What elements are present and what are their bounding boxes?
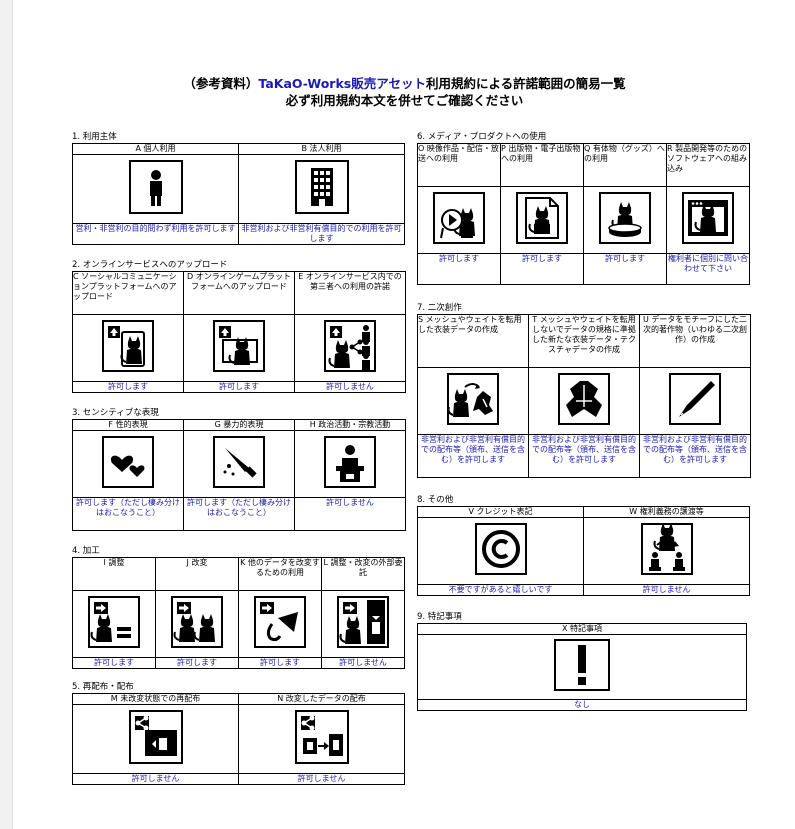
column-header: A 個人利用 xyxy=(72,143,239,155)
section-label: 9. 特記事項 xyxy=(417,612,462,622)
document-icon xyxy=(516,192,568,244)
section-label: 4. 加工 xyxy=(72,546,100,556)
result-text: 許可しません xyxy=(321,657,405,669)
column-header: T メッシュやウェイトを転用しないでデータの規格に準拠した新たな衣装データ・テク… xyxy=(528,314,640,368)
column-header: U データをモチーフにした二次的著作物（いわゆる二次創作）の作成 xyxy=(639,314,751,368)
result-text: 許可しません xyxy=(294,381,406,393)
transfer-icon xyxy=(640,523,693,575)
software-icon xyxy=(682,192,734,244)
result-text: 許可します xyxy=(72,381,184,393)
result-text: 許可します xyxy=(72,657,156,669)
clothing-convert-icon xyxy=(447,373,499,425)
result-text: 許可します（ただし棲み分けはおこなうこと） xyxy=(183,497,295,531)
section-label: 8. その他 xyxy=(417,495,454,505)
section-label: 5. 再配布・配布 xyxy=(72,682,134,692)
column-header: E オンラインサービス内での第三者への利用の許諾 xyxy=(294,271,406,315)
upload-monitor-icon xyxy=(213,320,265,372)
column-header: K 他のデータを改変するための利用 xyxy=(238,557,322,591)
section-derivative-works: 7. 二次創作 S メッシュやウェイトを転用した衣装データの作成 T メッシュや… xyxy=(417,302,751,478)
section-sensitive-expression: 3. センシティブな表現 F 性的表現 G 暴力的表現 H 政治活動・宗教活動 … xyxy=(72,407,406,531)
result-text: 許可しません xyxy=(72,773,239,785)
result-text: 非営利および非営利有償目的での配布等（頒布、送信を含む）を許可します xyxy=(639,434,751,478)
column-header: I 調整 xyxy=(72,557,156,591)
result-text: 許可します xyxy=(417,253,501,285)
section-label: 6. メディア・プロダクトへの使用 xyxy=(417,132,547,142)
column-header: P 出版物・電子出版物への利用 xyxy=(500,143,584,187)
column-header: R 製品開発等のためのソフトウェアへの組み込み xyxy=(666,143,750,187)
distribute-modified-icon xyxy=(294,710,349,764)
result-text: 不要ですがあると嬉しいです xyxy=(417,584,584,596)
hearts-icon xyxy=(102,436,154,488)
result-text: なし xyxy=(417,699,747,711)
section-online-upload: 2. オンラインサービスへのアップロード C ソーシャルコミュニケーションプラッ… xyxy=(72,259,406,393)
knife-icon xyxy=(213,436,265,488)
column-header: G 暴力的表現 xyxy=(183,419,295,431)
share-users-icon xyxy=(324,320,376,372)
result-text: 許可しません xyxy=(294,497,406,531)
column-header: M 未改変状態での再配布 xyxy=(72,693,239,705)
column-header: B 法人利用 xyxy=(238,143,405,155)
document-page: （参考資料）TaKaO-Works販売アセット利用規約による許諾範囲の簡易一覧 … xyxy=(12,0,795,829)
person-icon xyxy=(128,160,183,214)
title-suffix: 利用規約による許諾範囲の簡易一覧 xyxy=(425,76,626,91)
title-notice: 必ず利用規約本文を併せてご確認ください xyxy=(285,93,524,108)
column-header: D オンラインゲームプラットフォームへのアップロード xyxy=(183,271,295,315)
outsource-icon xyxy=(337,596,389,648)
section-usage-subject: 1. 利用主体 A 個人利用 B 法人利用 営利・非営利の目的問わず利用を許可し… xyxy=(72,131,405,245)
clothing-icon xyxy=(558,373,610,425)
title-brand-link[interactable]: TaKaO-Works販売アセット xyxy=(258,76,426,91)
section-label: 3. センシティブな表現 xyxy=(72,408,159,418)
pen-icon xyxy=(669,373,721,425)
result-text: 許可します xyxy=(155,657,239,669)
result-text: 非営利および非営利有償目的での配布等（頒布、送信を含む）を許可します xyxy=(417,434,529,478)
result-text: 許可しません xyxy=(583,584,750,596)
result-text: 許可します xyxy=(183,381,295,393)
column-header: S メッシュやウェイトを転用した衣装データの作成 xyxy=(417,314,529,368)
modify-icon xyxy=(171,596,223,648)
result-text: 非営利および非営利有償目的での利用を許可します xyxy=(238,223,405,245)
result-text: 許可します（ただし棲み分けはおこなうこと） xyxy=(72,497,184,531)
column-header: H 政治活動・宗教活動 xyxy=(294,419,406,431)
building-icon xyxy=(294,160,349,214)
column-header: O 映像作品・配信・放送への利用 xyxy=(417,143,501,187)
column-header: V クレジット表記 xyxy=(417,506,584,518)
section-redistribution: 5. 再配布・配布 M 未改変状態での再配布 N 改変したデータの配布 許可しま… xyxy=(72,681,405,785)
result-text: 許可しません xyxy=(238,773,405,785)
column-header: C ソーシャルコミュニケーションプラットフォームへのアップロード xyxy=(72,271,184,315)
result-text: 許可します xyxy=(583,253,667,285)
adjust-icon xyxy=(88,596,140,648)
section-label: 2. オンラインサービスへのアップロード xyxy=(72,260,228,270)
section-label: 7. 二次創作 xyxy=(417,303,462,313)
title-prefix: （参考資料） xyxy=(183,76,259,91)
column-header: X 特記事項 xyxy=(417,623,747,635)
redistribute-icon xyxy=(128,710,183,764)
section-processing: 4. 加工 I 調整 J 改変 K 他のデータを改変するための利用 L 調整・改… xyxy=(72,545,405,669)
column-header: Q 有体物（グッズ）への利用 xyxy=(583,143,667,187)
podium-icon xyxy=(324,436,376,488)
figure-icon xyxy=(599,192,651,244)
result-text: 許可します xyxy=(500,253,584,285)
result-text: 権利者に個別に問い合わせて下さい xyxy=(666,253,750,285)
section-label: 1. 利用主体 xyxy=(72,132,117,142)
page-title: （参考資料）TaKaO-Works販売アセット利用規約による許諾範囲の簡易一覧 … xyxy=(13,75,795,109)
copyright-icon xyxy=(474,523,527,575)
upload-phone-icon xyxy=(102,320,154,372)
column-header: L 調整・改変の外部委託 xyxy=(321,557,405,591)
section-media-products: 6. メディア・プロダクトへの使用 O 映像作品・配信・放送への利用 P 出版物… xyxy=(417,131,750,285)
column-header: J 改変 xyxy=(155,557,239,591)
video-icon xyxy=(433,192,485,244)
result-text: 非営利および非営利有償目的での配布等（頒布、送信を含む）を許可します xyxy=(528,434,640,478)
hand-icon xyxy=(254,596,306,648)
exclamation-icon xyxy=(554,639,610,691)
column-header: F 性的表現 xyxy=(72,419,184,431)
section-other: 8. その他 V クレジット表記 W 権利義務の譲渡等 不要ですがあると嬉しいで… xyxy=(417,494,750,596)
column-header: W 権利義務の譲渡等 xyxy=(583,506,750,518)
column-header: N 改変したデータの配布 xyxy=(238,693,405,705)
section-special-notes: 9. 特記事項 X 特記事項 なし xyxy=(417,611,747,711)
result-text: 営利・非営利の目的問わず利用を許可します xyxy=(72,223,239,245)
result-text: 許可します xyxy=(238,657,322,669)
